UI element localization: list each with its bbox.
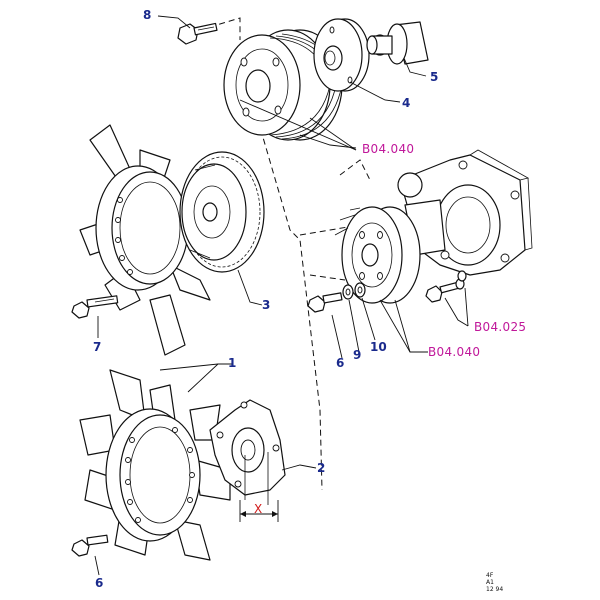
callout-10: 10: [370, 340, 387, 354]
bolt-6-lower-part: [71, 534, 109, 557]
bolt-8-part: [177, 22, 218, 45]
callout-9: 9: [353, 348, 362, 362]
callout-6-middle: 6: [336, 356, 345, 370]
reference-b04-025: B04.025: [474, 320, 527, 334]
fan-spacer-part: [209, 399, 286, 505]
reference-b04-040-lower: B04.040: [428, 345, 481, 359]
pump-bolts-part: [425, 270, 467, 303]
callout-7: 7: [93, 340, 102, 354]
callout-2: 2: [317, 461, 326, 475]
callout-5: 5: [430, 70, 439, 84]
bolt-7-part: [71, 295, 119, 319]
callout-4: 4: [402, 96, 411, 110]
crank-pulley-part: [223, 29, 343, 141]
drawing-code-line-1: 4F: [486, 572, 494, 579]
leader-lines: [94, 15, 469, 576]
lower-fan-part: [79, 369, 231, 561]
drawing-code-line-2: A1: [486, 579, 494, 586]
dimension-x-label: X: [254, 502, 263, 516]
reference-b04-040-upper: B04.040: [362, 142, 415, 156]
drawing-code: 4F A1 12 94: [486, 572, 503, 593]
callout-8: 8: [143, 8, 152, 22]
callout-6-bottom: 6: [95, 576, 104, 590]
dimension-x-marker: [239, 500, 279, 522]
callout-3: 3: [262, 298, 271, 312]
viscous-coupling-part: [179, 151, 265, 273]
upper-fan-part: [79, 124, 211, 356]
spacer-5-part: [366, 21, 429, 65]
bolt-6-washers-part: [307, 282, 366, 313]
pump-pulley-part: [334, 206, 421, 304]
callout-1: 1: [228, 356, 237, 370]
hub-adaptor-part: [313, 18, 370, 92]
drawing-code-line-3: 12 94: [486, 586, 504, 593]
